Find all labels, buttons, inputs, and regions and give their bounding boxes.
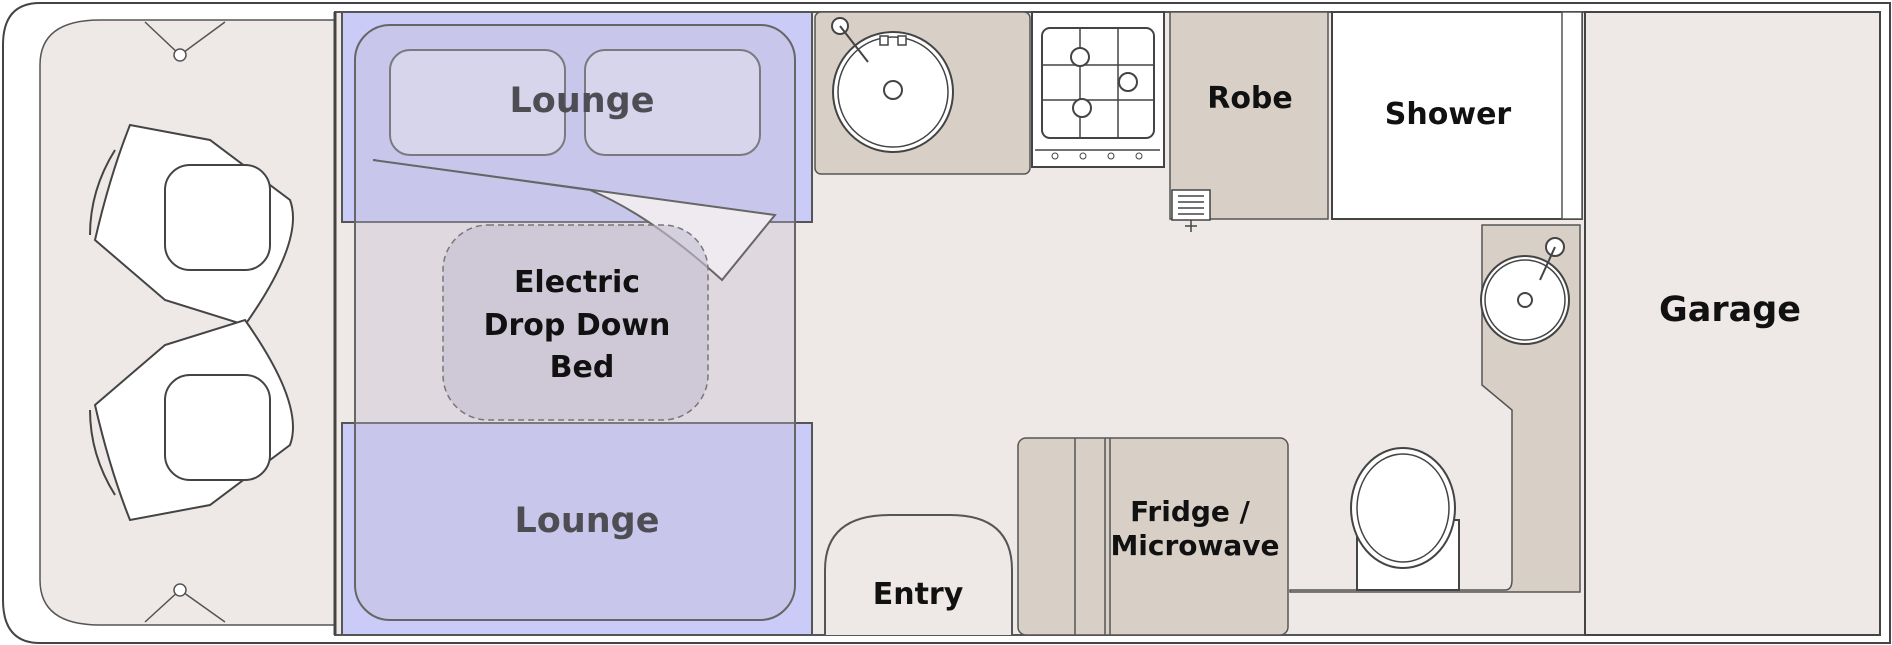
fridge-label-line1: Fridge /: [1130, 495, 1251, 528]
robe: Robe: [1169, 11, 1329, 220]
water-heater-icon: [1171, 189, 1211, 232]
bed-label-line3: Bed: [550, 350, 615, 385]
gas-cooktop-icon: [1031, 11, 1165, 168]
shower: Shower: [1331, 11, 1583, 220]
seatbelt-mount: [144, 21, 226, 623]
lounge-bottom: Lounge: [341, 422, 813, 636]
shower-label: Shower: [1385, 97, 1512, 132]
kitchen-sink-icon: [831, 17, 954, 153]
garage: Garage: [1584, 11, 1881, 636]
fridge-label-line2: Microwave: [1110, 529, 1279, 562]
robe-label: Robe: [1207, 81, 1293, 116]
cab-seat-icon: [89, 318, 294, 522]
fridge-microwave: Fridge / Microwave: [1017, 437, 1289, 636]
entry-step: Entry: [824, 514, 1013, 635]
garage-label: Garage: [1659, 290, 1801, 330]
bed-label-line1: Electric: [514, 265, 640, 300]
toilet-icon: [1350, 447, 1460, 591]
lounge-top-label: Lounge: [510, 81, 655, 121]
bed-label-line2: Drop Down: [484, 308, 671, 343]
bathroom-basin-icon: [1480, 237, 1570, 345]
lounge-bottom-label: Lounge: [515, 501, 660, 541]
electric-drop-down-bed: Electric Drop Down Bed: [354, 24, 796, 621]
entry-label: Entry: [873, 577, 964, 612]
